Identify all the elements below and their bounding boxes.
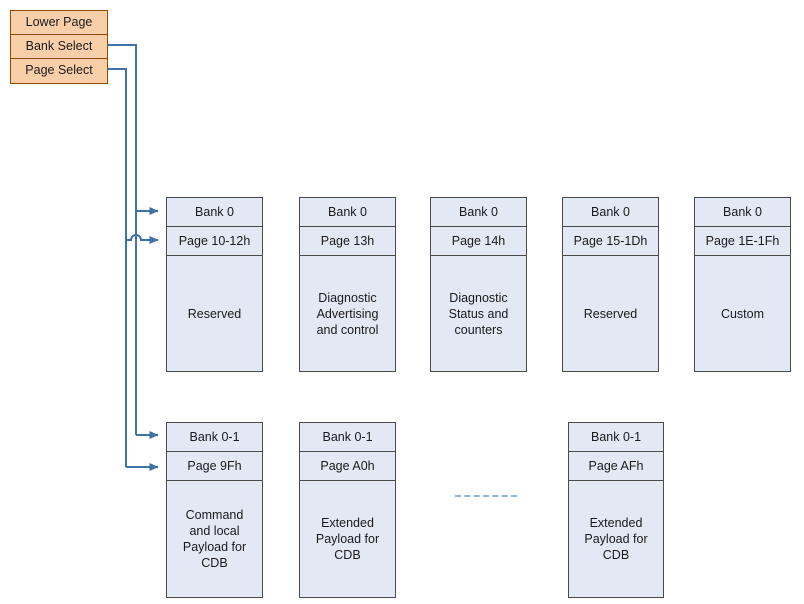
- page-block-body-line: Payload for: [584, 532, 648, 546]
- page-block-page-label: Page 14h: [431, 227, 526, 256]
- page-block-body-line: Advertising: [316, 306, 379, 321]
- page-block-body-line: and control: [316, 322, 379, 337]
- page-block-body: Reserved: [563, 256, 658, 371]
- page-block-body-line: Custom: [720, 306, 765, 321]
- page-block-body: Custom: [695, 256, 790, 371]
- ellipsis-dashed-line: [455, 495, 517, 497]
- page-block-upper-5[interactable]: Bank 0 Page 1E-1Fh Custom: [694, 197, 791, 372]
- page-block-bank-label: Bank 0-1: [167, 423, 262, 452]
- page-block-body-line: Payload for: [182, 540, 247, 554]
- page-block-page-label: Page 10-12h: [167, 227, 262, 256]
- page-block-body-line: counters: [454, 322, 503, 337]
- page-block-body-line: Status and: [448, 306, 509, 321]
- page-block-bank-label: Bank 0-1: [569, 423, 663, 452]
- page-block-page-label: Page 15-1Dh: [563, 227, 658, 256]
- page-block-body: Extended Payload for CDB: [300, 481, 395, 597]
- page-block-body: Command and local Payload for CDB: [167, 481, 262, 597]
- wire-page-select-arrow-upper: [126, 234, 159, 244]
- page-block-body-line: Reserved: [583, 306, 638, 321]
- page-block-body-line: Diagnostic: [449, 290, 508, 305]
- page-block-body-line: Reserved: [187, 306, 242, 321]
- page-block-lower-3[interactable]: Bank 0-1 Page AFh Extended Payload for C…: [568, 422, 664, 598]
- selector-page-select[interactable]: Page Select: [11, 59, 107, 83]
- page-block-upper-1[interactable]: Bank 0 Page 10-12h Reserved: [166, 197, 263, 372]
- page-block-body-line: CDB: [201, 556, 228, 570]
- page-block-body-line: Diagnostic: [318, 290, 377, 305]
- page-block-bank-label: Bank 0: [431, 198, 526, 227]
- page-block-body-line: Extended: [589, 516, 643, 530]
- page-block-page-label: Page AFh: [569, 452, 663, 481]
- selector-lower-page[interactable]: Lower Page: [11, 11, 107, 35]
- page-block-body-line: Command: [185, 508, 244, 522]
- page-block-upper-4[interactable]: Bank 0 Page 15-1Dh Reserved: [562, 197, 659, 372]
- wire-page-select: [108, 68, 127, 467]
- page-block-bank-label: Bank 0: [695, 198, 790, 227]
- page-block-body: Reserved: [167, 256, 262, 371]
- page-block-body-line: Payload for: [315, 532, 380, 546]
- page-block-lower-2[interactable]: Bank 0-1 Page A0h Extended Payload for C…: [299, 422, 396, 598]
- page-block-body-line: CDB: [602, 548, 630, 562]
- page-block-body: Diagnostic Status and counters: [431, 256, 526, 371]
- page-block-upper-2[interactable]: Bank 0 Page 13h Diagnostic Advertising a…: [299, 197, 396, 372]
- page-block-body-line: and local: [189, 524, 240, 538]
- page-block-lower-1[interactable]: Bank 0-1 Page 9Fh Command and local Payl…: [166, 422, 263, 598]
- page-block-body: Extended Payload for CDB: [569, 481, 663, 597]
- page-block-body-line: CDB: [334, 548, 361, 562]
- page-block-body-line: Extended: [321, 516, 374, 530]
- page-block-bank-label: Bank 0: [563, 198, 658, 227]
- selector-bank-select[interactable]: Bank Select: [11, 35, 107, 59]
- page-block-body: Diagnostic Advertising and control: [300, 256, 395, 371]
- page-block-bank-label: Bank 0: [300, 198, 395, 227]
- page-block-page-label: Page 1E-1Fh: [695, 227, 790, 256]
- page-block-upper-3[interactable]: Bank 0 Page 14h Diagnostic Status and co…: [430, 197, 527, 372]
- page-block-page-label: Page 9Fh: [167, 452, 262, 481]
- page-block-page-label: Page 13h: [300, 227, 395, 256]
- selector-stack: Lower Page Bank Select Page Select: [10, 10, 108, 84]
- wire-bank-select: [108, 44, 137, 435]
- page-block-page-label: Page A0h: [300, 452, 395, 481]
- page-block-bank-label: Bank 0: [167, 198, 262, 227]
- page-block-bank-label: Bank 0-1: [300, 423, 395, 452]
